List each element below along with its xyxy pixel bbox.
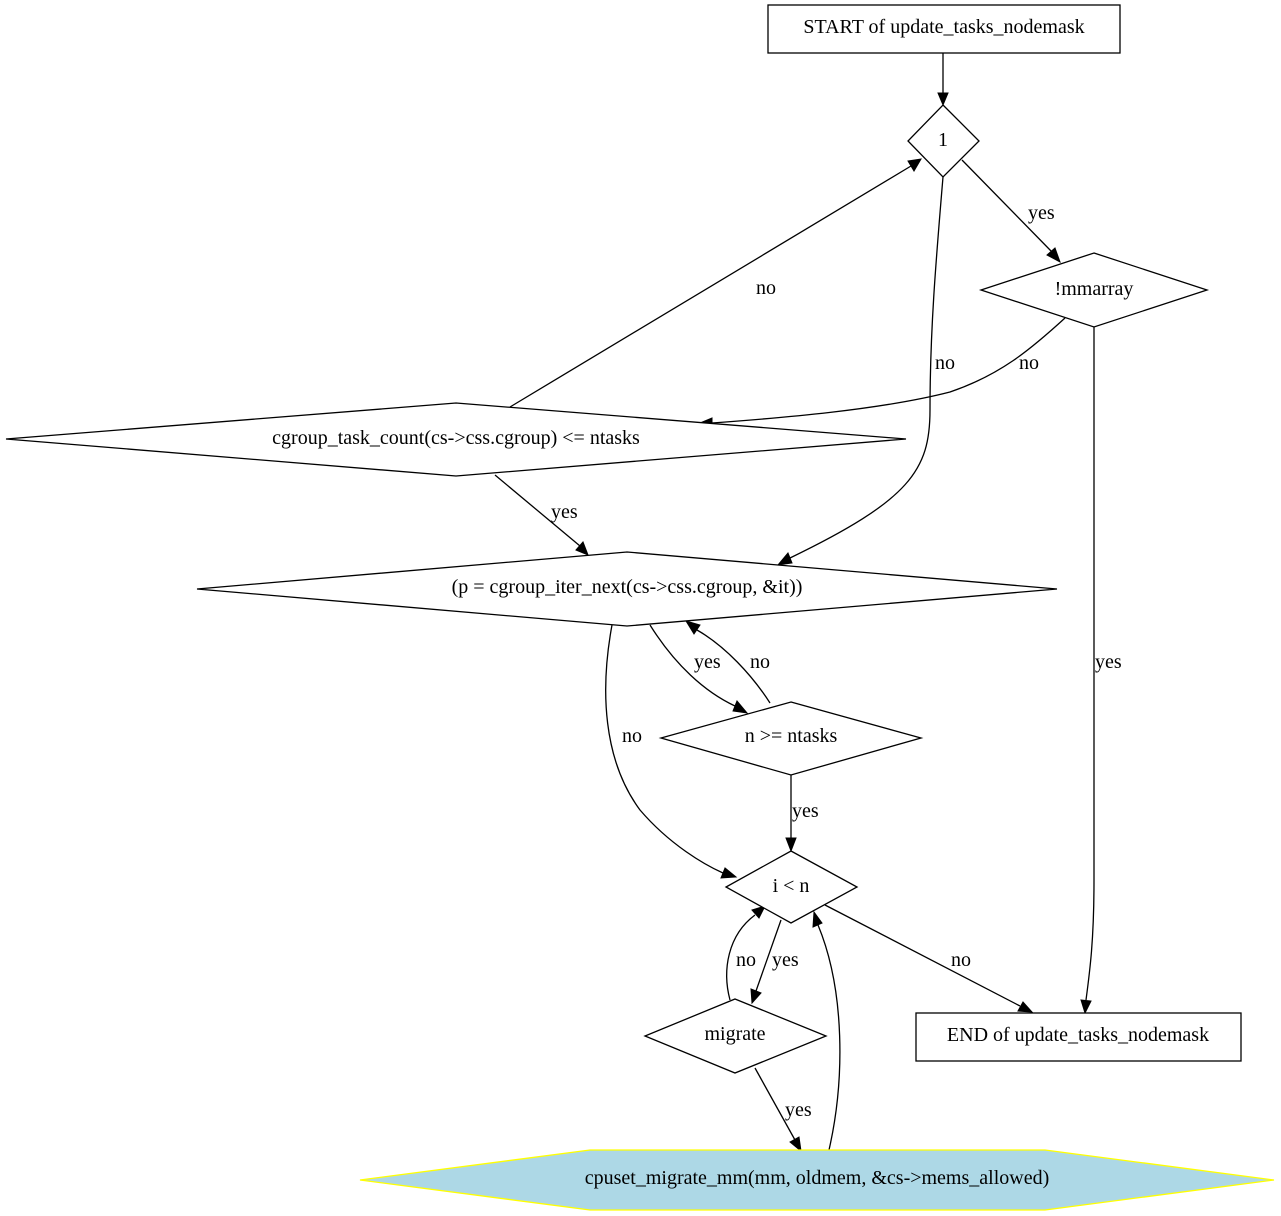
edge-label-mmarray-yes: yes (1095, 651, 1122, 673)
edge-cond1-to-mmarray: yes (961, 159, 1061, 264)
edge-count-to-iter: yes (494, 474, 589, 556)
node-i-lt-n-label: i < n (773, 875, 810, 897)
edge-start-to-cond1 (937, 53, 949, 107)
edge-label-migrate-no: no (736, 949, 756, 971)
edges: yes no no no yes yes (494, 53, 1122, 1153)
node-migrate-mm: cpuset_migrate_mm(mm, oldmem, &cs->mems_… (359, 1149, 1275, 1211)
node-migrate-label: migrate (704, 1023, 765, 1045)
edge-label-cond1-yes: yes (1028, 202, 1055, 224)
node-ntasks: n >= ntasks (658, 701, 924, 776)
edge-mmarray-to-count: no (698, 317, 1066, 429)
edge-label-i-yes: yes (772, 949, 799, 971)
node-ntasks-label: n >= ntasks (745, 725, 838, 747)
edge-iter-to-i: no (605, 624, 738, 879)
edge-iter-to-ntasks: yes (649, 624, 749, 714)
edge-label-count-no: no (756, 277, 776, 299)
edge-mm-to-i (812, 910, 841, 1151)
edge-migrate-to-mm: yes (754, 1067, 812, 1153)
nodes: START of update_tasks_nodemask 1 !mmarra… (5, 4, 1275, 1211)
node-end-label: END of update_tasks_nodemask (947, 1024, 1209, 1046)
node-migrate-mm-label: cpuset_migrate_mm(mm, oldmem, &cs->mems_… (585, 1167, 1050, 1189)
node-cond-1: 1 (907, 104, 980, 178)
edge-label-count-yes: yes (551, 501, 578, 523)
node-cond-1-label: 1 (938, 129, 948, 151)
edge-label-ntasks-yes: yes (792, 800, 819, 822)
edge-migrate-to-i: no (726, 905, 766, 1001)
edge-count-to-cond1: no (509, 158, 922, 408)
edge-cond1-to-iter: no (776, 176, 955, 566)
node-migrate: migrate (643, 998, 828, 1074)
edge-label-cond1-no: no (935, 352, 955, 374)
edge-label-i-no: no (951, 949, 971, 971)
edge-label-migrate-yes: yes (785, 1099, 812, 1121)
node-mmarray: !mmarray (978, 252, 1210, 328)
edge-label-iter-no: no (622, 725, 642, 747)
node-iter: (p = cgroup_iter_next(cs->css.cgroup, &i… (196, 551, 1058, 627)
node-count: cgroup_task_count(cs->css.cgroup) <= nta… (5, 402, 907, 477)
node-start-label: START of update_tasks_nodemask (803, 16, 1084, 38)
edge-label-mmarray-no: no (1019, 352, 1039, 374)
node-i-lt-n: i < n (724, 850, 859, 924)
node-iter-label: (p = cgroup_iter_next(cs->css.cgroup, &i… (452, 576, 803, 598)
node-end: END of update_tasks_nodemask (915, 1012, 1242, 1062)
edge-ntasks-to-i: yes (785, 775, 819, 853)
edge-mmarray-to-end: yes (1080, 327, 1122, 1015)
edge-label-ntasks-no: no (750, 651, 770, 673)
node-count-label: cgroup_task_count(cs->css.cgroup) <= nta… (272, 427, 640, 449)
edge-ntasks-to-iter: no (684, 620, 771, 704)
edge-i-to-end: no (824, 904, 1034, 1013)
node-start: START of update_tasks_nodemask (767, 4, 1121, 54)
edge-i-to-migrate: yes (750, 919, 799, 1005)
node-mmarray-label: !mmarray (1055, 278, 1134, 300)
edge-label-iter-yes: yes (694, 651, 721, 673)
